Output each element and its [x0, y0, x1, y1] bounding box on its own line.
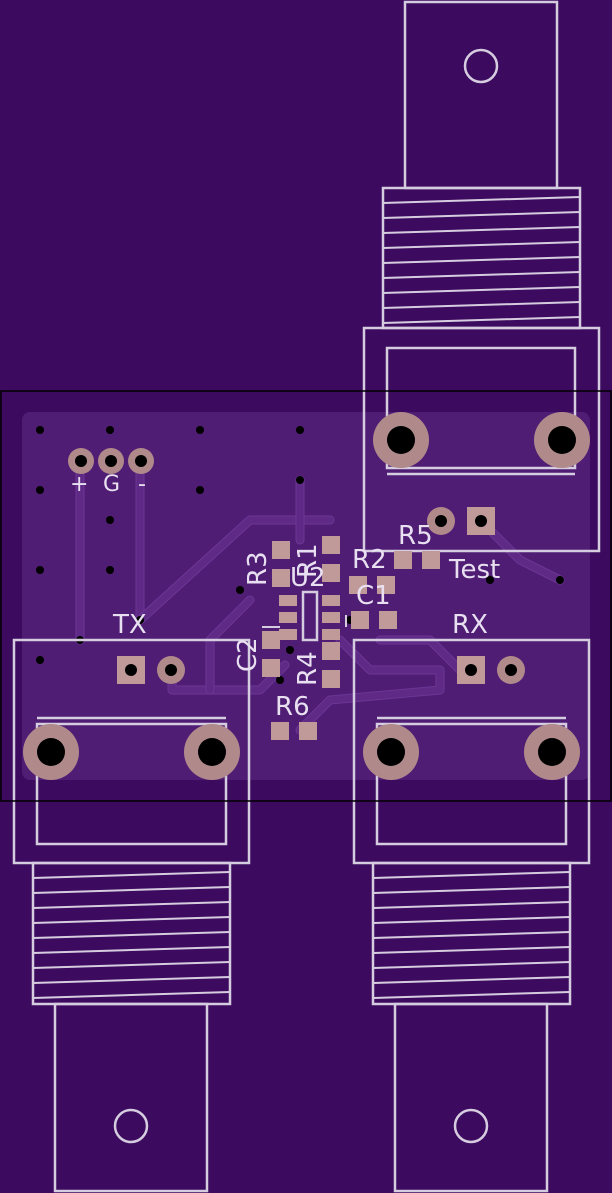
c2-pad: [262, 659, 280, 677]
bnc-connector-rx: RX: [352, 610, 591, 1193]
via: [106, 566, 114, 574]
r6-pad: [271, 722, 289, 740]
bnc-threads: [32, 871, 231, 999]
bnc-connector-test: Test: [362, 0, 601, 585]
tx-pad-hole: [125, 664, 137, 676]
via: [36, 566, 44, 574]
via: [36, 486, 44, 494]
bnc-inner: [385, 346, 577, 470]
bnc-mount-hole: [463, 48, 499, 84]
bnc-hole: [37, 738, 65, 766]
u2-pin: [279, 629, 297, 640]
via: [196, 486, 204, 494]
smd-components: R3 R1 U2 R4 C2 R2 C1 R5: [233, 521, 440, 740]
r2-pad: [349, 576, 367, 594]
via: [286, 646, 294, 654]
rx-pad-hole: [465, 664, 477, 676]
header-label-minus: -: [138, 472, 146, 497]
u2-pin: [322, 595, 340, 606]
r5-pad: [422, 551, 440, 569]
r3-pad: [272, 569, 290, 587]
bnc-threads: [372, 871, 571, 999]
via: [36, 656, 44, 664]
via: [486, 576, 494, 584]
c1-pad: [379, 611, 397, 629]
r5-label: R5: [398, 521, 433, 551]
copper-pour: [22, 412, 590, 780]
via: [276, 676, 284, 684]
via: [36, 426, 44, 434]
via: [106, 516, 114, 524]
u2-pin: [279, 612, 297, 623]
test-pad-hole: [475, 515, 487, 527]
header-label-plus: +: [70, 472, 88, 497]
bnc-inner: [375, 722, 568, 846]
r6-label: R6: [275, 692, 310, 722]
bnc-mount-hole: [113, 1108, 149, 1144]
r5-pad: [394, 551, 412, 569]
r6-pad: [299, 722, 317, 740]
header-label-ground: G: [103, 472, 120, 497]
test-pad-hole: [435, 515, 447, 527]
bnc-hole: [387, 426, 415, 454]
bnc-hole: [548, 426, 576, 454]
board-outline: [0, 390, 612, 802]
c1-pad: [351, 611, 369, 629]
header-hole: [135, 455, 147, 467]
rx-pad-hole: [505, 664, 517, 676]
power-header: + G -: [68, 448, 154, 497]
u2-body: [301, 590, 319, 642]
via: [556, 576, 564, 584]
header-hole: [105, 455, 117, 467]
r2-pad: [377, 576, 395, 594]
c2-label: C2: [233, 637, 263, 672]
r3-label: R3: [243, 551, 273, 586]
bnc-hole: [538, 738, 566, 766]
tx-pad-hole: [165, 664, 177, 676]
via: [136, 616, 144, 624]
r4-pad: [322, 642, 340, 660]
r2-label: R2: [352, 545, 387, 575]
u2-label: U2: [290, 563, 326, 593]
bnc-footprint: [362, 326, 601, 553]
u2-pin: [322, 629, 340, 640]
via: [296, 476, 304, 484]
header-hole: [75, 455, 87, 467]
via: [296, 426, 304, 434]
c2-pad: [262, 631, 280, 649]
traces: [75, 457, 565, 735]
r1-label: R1: [293, 543, 323, 578]
bnc-hole: [377, 738, 405, 766]
tx-label: TX: [112, 610, 147, 640]
test-label: Test: [448, 555, 500, 585]
r1-pad: [322, 536, 340, 554]
r3-pad: [272, 541, 290, 559]
r4-pad: [322, 670, 340, 688]
via: [196, 426, 204, 434]
bnc-hole: [198, 738, 226, 766]
vias: [36, 426, 564, 684]
bnc-body: [393, 1002, 549, 1193]
c1-label: C1: [356, 581, 391, 611]
rx-label: RX: [452, 610, 488, 640]
via: [236, 586, 244, 594]
r1-pad: [322, 564, 340, 582]
bnc-inner: [35, 722, 228, 846]
bnc-mount-hole: [453, 1108, 489, 1144]
u2-pin: [279, 595, 297, 606]
bnc-threads: [382, 196, 581, 324]
via: [106, 426, 114, 434]
bnc-body: [53, 1002, 209, 1193]
bnc-connector-tx: TX: [12, 610, 251, 1193]
u2-pin: [322, 612, 340, 623]
r4-label: R4: [293, 651, 323, 686]
